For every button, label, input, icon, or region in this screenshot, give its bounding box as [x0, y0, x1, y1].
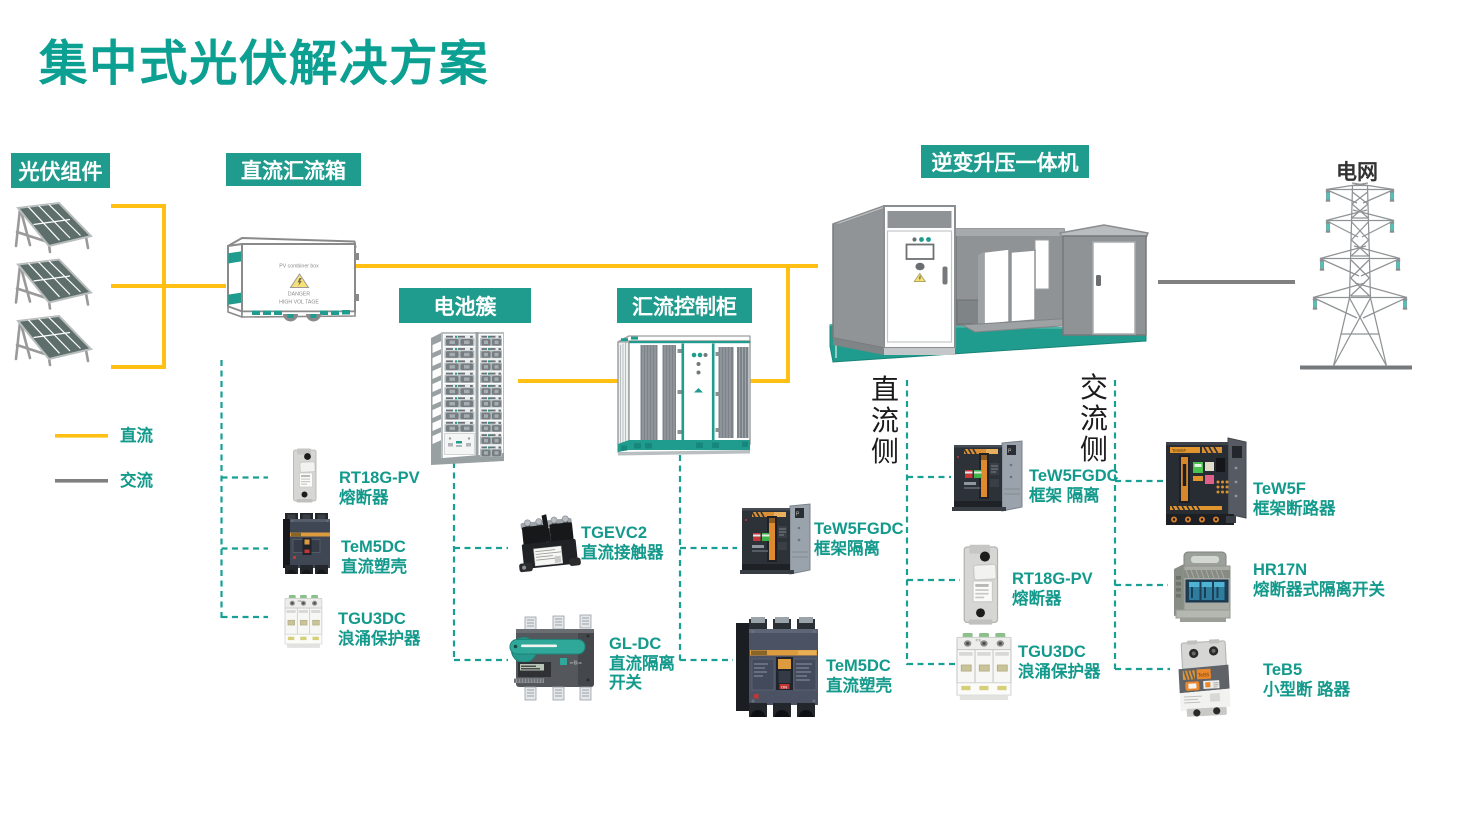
svg-text:HIGH VOL TAGE: HIGH VOL TAGE [279, 300, 319, 306]
svg-text:PV combiner box: PV combiner box [279, 264, 319, 270]
svg-text:DANGER: DANGER [288, 292, 310, 298]
